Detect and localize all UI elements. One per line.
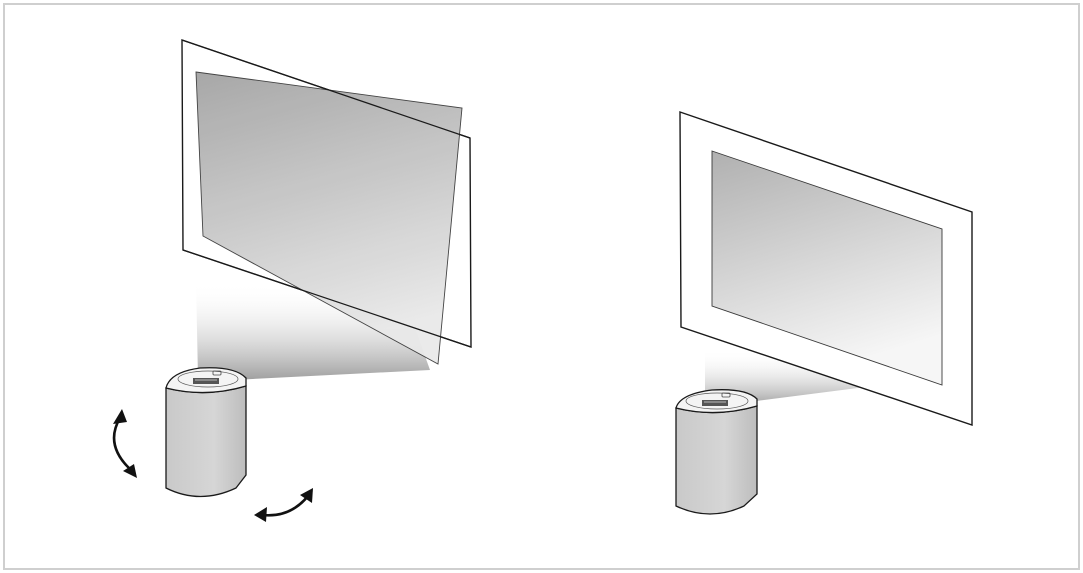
skewed-projected-image <box>195 71 463 365</box>
tilt-arrow-icon <box>112 409 137 478</box>
rotate-arrow-icon <box>254 488 313 522</box>
corrected-projected-image <box>711 150 943 386</box>
screen-edge-overlay-bottom <box>182 249 472 348</box>
projector-icon <box>165 367 247 498</box>
screen-edge-overlay <box>181 39 471 139</box>
panel-before <box>112 39 472 522</box>
panel-after <box>675 111 973 515</box>
projector-icon <box>675 389 758 515</box>
